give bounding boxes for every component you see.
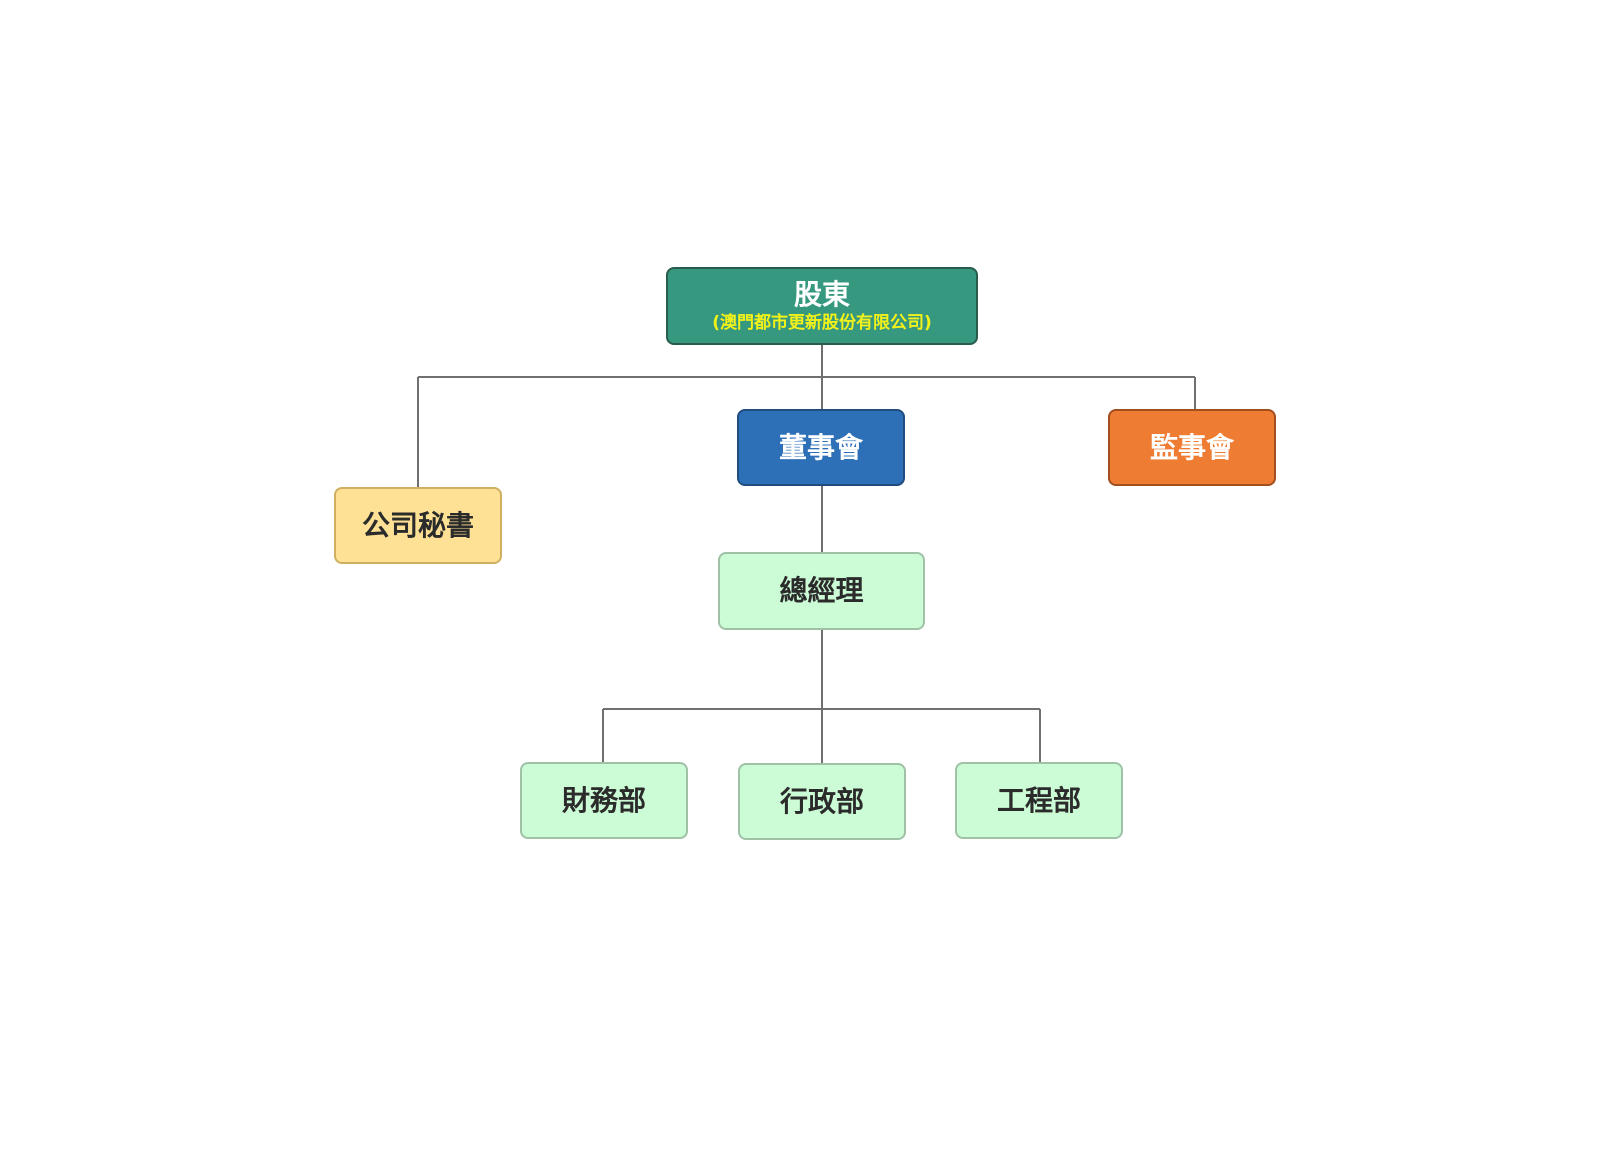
admin-department-node: 行政部 [738, 763, 906, 840]
supervisors-title: 監事會 [1149, 430, 1234, 464]
general-manager-title: 總經理 [779, 574, 864, 607]
engineering-department-title: 工程部 [996, 783, 1081, 817]
shareholders-subtitle: (澳門都市更新股份有限公司) [712, 313, 932, 333]
admin-department-title: 行政部 [779, 784, 864, 818]
engineering-department-node: 工程部 [955, 762, 1123, 839]
board-node: 董事會 [737, 409, 905, 486]
finance-department-node: 財務部 [520, 762, 688, 839]
secretary-node: 公司秘書 [334, 487, 502, 564]
shareholders-title: 股東 [793, 278, 850, 311]
secretary-title: 公司秘書 [361, 508, 474, 542]
finance-department-title: 財務部 [561, 783, 646, 817]
shareholders-node: 股東 (澳門都市更新股份有限公司) [666, 267, 978, 345]
board-title: 董事會 [778, 430, 863, 464]
supervisors-node: 監事會 [1108, 409, 1276, 486]
general-manager-node: 總經理 [718, 552, 925, 630]
